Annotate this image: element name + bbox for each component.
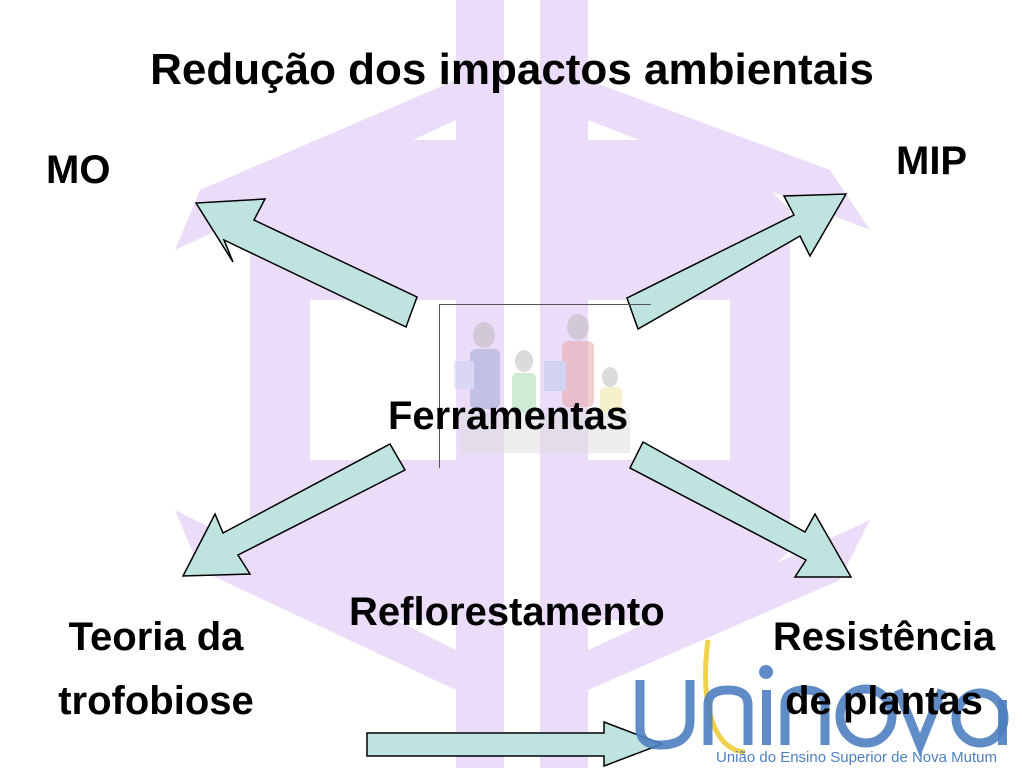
node-resist-line2: de plantas [785, 679, 983, 723]
arrow-bottom [366, 720, 665, 768]
node-resist-line1: Resistência [772, 615, 996, 659]
center-illustration [439, 304, 651, 468]
arrow-to-mo [194, 198, 418, 329]
node-mo: MO [46, 148, 111, 192]
uninova-logo [635, 639, 1009, 758]
node-teoria-trofobiose: Teoria da trofobiose [26, 605, 286, 733]
logo-caption: União do Ensino Superior de Nova Mutum [716, 749, 997, 766]
node-teoria-line2: trofobiose [58, 679, 254, 723]
node-mip: MIP [896, 139, 968, 183]
node-resistencia-plantas: Resistência de plantas [752, 605, 1016, 733]
arrow-to-teoria [181, 442, 407, 577]
people-figures-image [454, 314, 630, 453]
arrow-to-mip [626, 193, 848, 331]
node-teoria-line1: Teoria da [68, 615, 244, 659]
center-label: Ferramentas [388, 394, 629, 438]
node-reflorestamento: Reflorestamento [349, 590, 665, 634]
slide-title: Redução dos impactos ambientais [150, 45, 874, 94]
arrow-to-resistencia [628, 440, 853, 578]
